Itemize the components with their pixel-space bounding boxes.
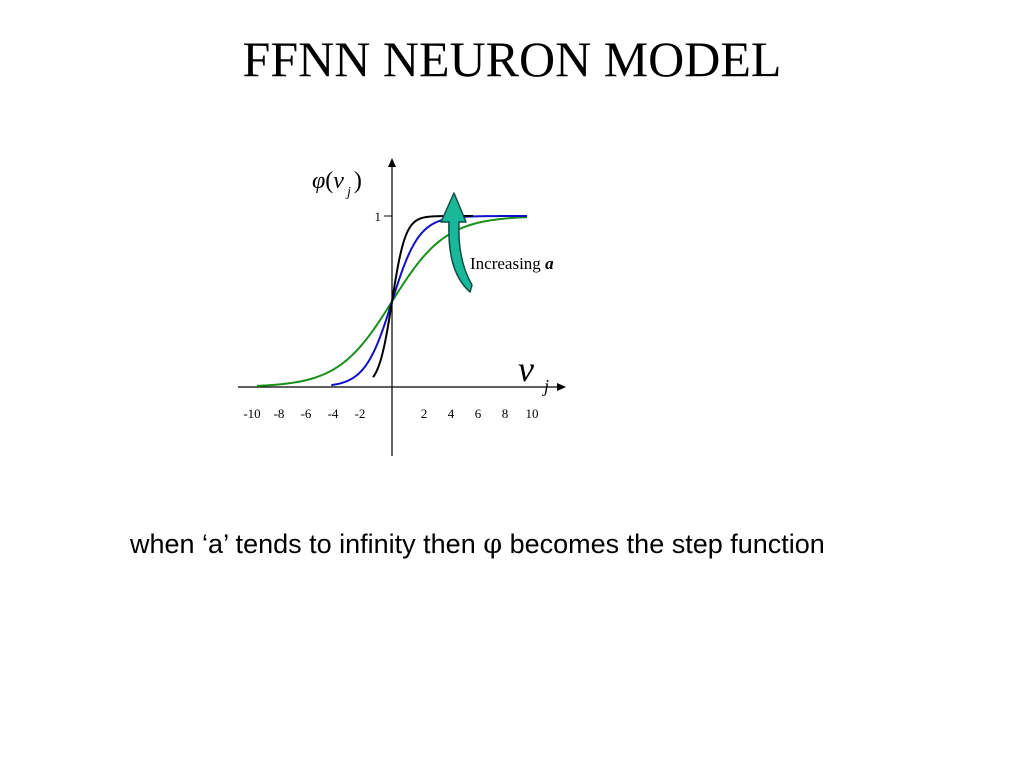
x-tick-label: 4: [448, 406, 455, 421]
x-axis-label: v: [518, 349, 534, 389]
x-axis-arrowhead: [557, 383, 566, 391]
y-axis-arrowhead: [388, 158, 396, 167]
y-label-var: v: [333, 168, 344, 194]
annotation-text: Increasing: [470, 254, 545, 273]
x-tick-labels: -10 -8 -6 -4 -2 2 4 6 8 10: [243, 406, 538, 421]
x-tick-label: -4: [328, 406, 339, 421]
caption: when ‘a’ tends to infinity then φ become…: [130, 524, 930, 565]
x-tick-label: 6: [475, 406, 482, 421]
y-label-close-paren: ): [354, 168, 362, 194]
x-tick-label: 8: [502, 406, 509, 421]
caption-symbol: φ: [483, 529, 503, 560]
y-label-open-paren: (: [325, 168, 333, 194]
x-tick-label: -8: [274, 406, 285, 421]
y-label-func: φ: [312, 168, 325, 194]
slide-title: FFNN NEURON MODEL: [242, 31, 782, 87]
caption-text-after: becomes the step function: [502, 529, 825, 559]
x-tick-label: 10: [526, 406, 539, 421]
increasing-a-arrow-icon: [440, 192, 473, 293]
x-tick-label: 2: [421, 406, 428, 421]
caption-text-before: when ‘a’ tends to infinity then: [130, 529, 484, 559]
annotation-emphasis: a: [545, 254, 554, 273]
x-tick-label: -10: [243, 406, 260, 421]
y-tick-label: 1: [375, 209, 382, 224]
x-axis-label-sub: j: [542, 376, 549, 396]
x-tick-label: -2: [355, 406, 366, 421]
series-line: [331, 215, 527, 387]
y-label-sub: j: [345, 185, 351, 200]
x-tick-label: -6: [301, 406, 312, 421]
annotation: Increasing a: [470, 254, 554, 273]
axes-group: 1: [238, 158, 566, 456]
